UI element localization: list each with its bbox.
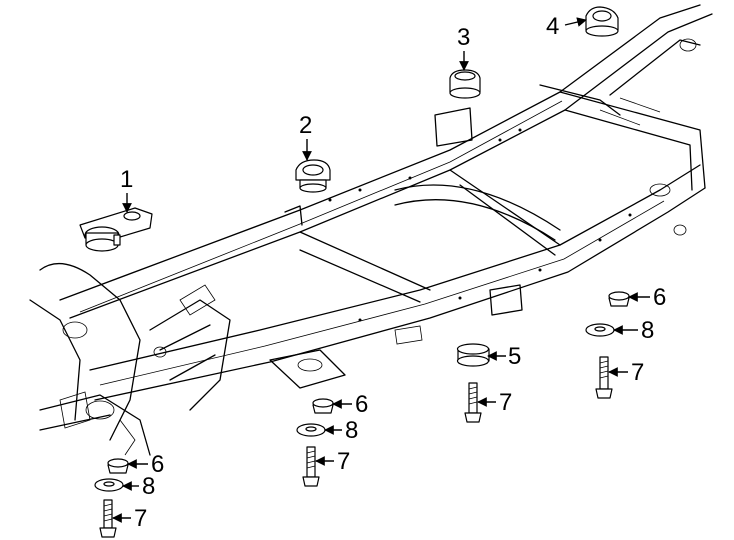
callout-label-7-left: 7: [134, 505, 147, 532]
callout-8-right: 8: [613, 317, 654, 344]
part-7-bolt-c: [302, 446, 320, 487]
part-8-washer-a: [585, 323, 615, 337]
callout-label-3: 3: [457, 24, 470, 51]
callout-label-1: 1: [120, 166, 133, 193]
part-7-bolt-d: [99, 499, 117, 538]
callout-label-8-right: 8: [641, 317, 654, 344]
callout-label-4: 4: [546, 13, 559, 40]
callout-label-7-mid-right: 7: [499, 389, 512, 416]
callout-6-left: 6: [127, 451, 164, 478]
callout-7-right: 7: [608, 359, 644, 386]
callout-label-6-left: 6: [151, 451, 164, 478]
callout-2: 2: [299, 112, 312, 161]
callout-1: 1: [120, 166, 133, 213]
callout-7-mid-right: 7: [477, 389, 512, 416]
callout-label-6-mid: 6: [355, 391, 368, 418]
callout-7-mid: 7: [315, 448, 350, 475]
callout-label-2: 2: [299, 112, 312, 139]
part-1-body-mount: [79, 207, 153, 252]
callout-8-left: 8: [122, 473, 155, 500]
part-3-body-mount: [449, 69, 481, 99]
part-7-bolt-b: [464, 382, 482, 423]
callout-8-mid: 8: [324, 417, 358, 444]
callout-label-5: 5: [508, 343, 521, 370]
part-8-washer-c: [94, 478, 124, 492]
callout-label-8-left: 8: [142, 473, 155, 500]
callout-5: 5: [487, 343, 521, 370]
callout-3: 3: [457, 24, 470, 71]
part-6-nut-c: [107, 458, 129, 474]
callout-6-right: 6: [628, 284, 666, 311]
callout-label-6-right: 6: [653, 284, 666, 311]
part-4-body-mount: [585, 6, 619, 37]
part-2-body-mount: [295, 159, 331, 193]
callout-label-7-mid: 7: [337, 448, 350, 475]
part-6-nut-b: [312, 398, 334, 414]
callout-label-7-right: 7: [631, 359, 644, 386]
part-6-nut-a: [608, 291, 630, 307]
callout-label-8-mid: 8: [345, 417, 358, 444]
callout-7-left: 7: [112, 505, 147, 532]
part-5-insulator: [456, 343, 490, 367]
vehicle-frame: [29, 4, 713, 456]
part-8-washer-b: [296, 423, 326, 437]
part-7-bolt-a: [595, 356, 613, 399]
callout-4: 4: [546, 13, 587, 40]
callout-6-mid: 6: [332, 391, 368, 418]
